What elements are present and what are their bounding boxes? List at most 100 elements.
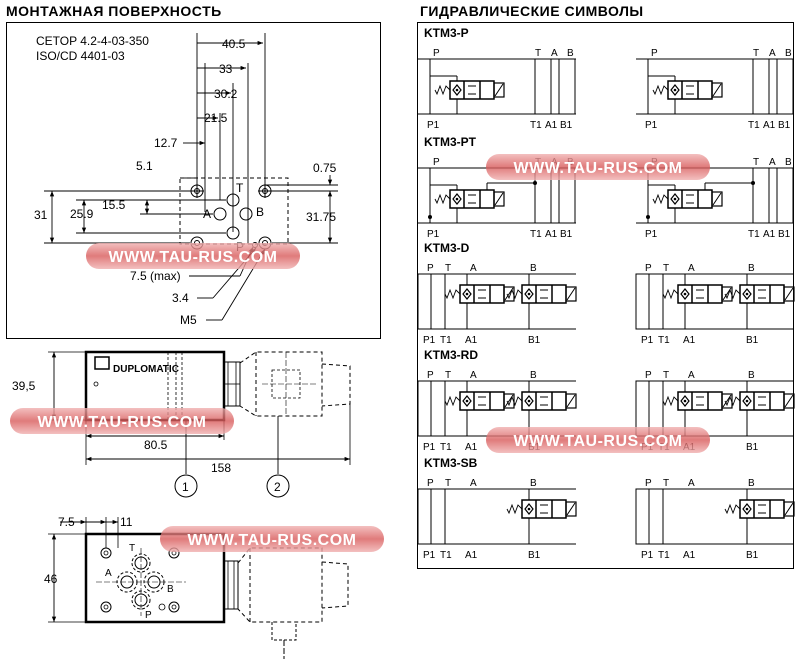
- hydraulic-symbols-heading: ГИДРАВЛИЧЕСКИЕ СИМВОЛЫ: [420, 3, 644, 19]
- callout-7-5-max: 7.5 (max): [130, 269, 181, 283]
- port-label-top: P: [433, 48, 440, 59]
- port-label-bottom: B1: [746, 335, 759, 346]
- port-label-bottom: A1: [465, 550, 478, 561]
- port-label-bottom: T1: [440, 442, 452, 453]
- port-label-bottom: T1: [658, 335, 670, 346]
- port-label-bottom: P1: [423, 335, 436, 346]
- dim-11: 11: [120, 515, 133, 529]
- duplomatic-brand: DUPLOMATIC: [113, 364, 179, 375]
- port-label-bottom: P1: [427, 229, 440, 240]
- port-label-bottom: P1: [423, 442, 436, 453]
- port-label-top: T: [445, 263, 451, 274]
- dim-39-5: 39,5: [12, 379, 36, 393]
- mounting-surface-frame: [6, 22, 381, 339]
- port-label-bottom: B1: [778, 120, 791, 131]
- dim-0-75: 0.75: [313, 161, 337, 175]
- port-label-bottom: P1: [641, 550, 654, 561]
- watermark-4: WWW.TAU-RUS.COM: [486, 154, 710, 180]
- port-label-top: T: [535, 48, 541, 59]
- port-label-bottom: T1: [530, 229, 542, 240]
- port-label-top: T: [753, 48, 759, 59]
- port-label-bottom: B1: [560, 120, 573, 131]
- mounting-plate-outline: [179, 177, 289, 245]
- port-label-top: P: [645, 263, 652, 274]
- port-label-bottom: B1: [528, 550, 541, 561]
- dim-21-5: 21.5: [204, 111, 228, 125]
- port-label-top: B: [785, 157, 792, 168]
- dim-31-75: 31.75: [306, 210, 336, 224]
- dim-30-2: 30.2: [214, 87, 238, 101]
- port-b-label: B: [256, 205, 264, 219]
- port-label-top: B: [530, 263, 537, 274]
- port-label-bottom: P1: [645, 120, 658, 131]
- port-label-top: T: [445, 370, 451, 381]
- port-label-top: P: [645, 478, 652, 489]
- mounting-surface-heading: МОНТАЖНАЯ ПОВЕРХНОСТЬ: [6, 3, 222, 19]
- symbol-name: KTM3-RD: [424, 348, 478, 362]
- port-label-top: B: [748, 263, 755, 274]
- port-label-bottom: A1: [465, 335, 478, 346]
- watermark-2: WWW.TAU-RUS.COM: [10, 408, 234, 434]
- port-label-top: P: [427, 478, 434, 489]
- callout-m5: M5: [180, 313, 197, 327]
- port-label-top: A: [688, 263, 695, 274]
- port-label-top: B: [530, 370, 537, 381]
- symbol-name: KTM3-SB: [424, 456, 478, 470]
- port-label-top: P: [427, 263, 434, 274]
- port-label-bottom: A1: [683, 335, 696, 346]
- port-label-top: P: [433, 157, 440, 168]
- port-label-bottom: T1: [440, 550, 452, 561]
- port-label-top: P: [645, 370, 652, 381]
- port-label-bottom: T1: [748, 229, 760, 240]
- svg-text:WWW.TAU-RUS.COM: WWW.TAU-RUS.COM: [109, 249, 278, 266]
- port-label-top: B: [748, 370, 755, 381]
- port-label-bottom: P1: [645, 229, 658, 240]
- dim-158: 158: [211, 461, 231, 475]
- symbol-name: KTM3-D: [424, 241, 470, 255]
- port-label-bottom: B1: [528, 335, 541, 346]
- port-label-top: A: [470, 478, 477, 489]
- svg-text:WWW.TAU-RUS.COM: WWW.TAU-RUS.COM: [188, 532, 357, 549]
- port-label-top: A: [688, 370, 695, 381]
- dim-7-5: 7.5: [58, 515, 75, 529]
- port-label-top: B: [567, 48, 574, 59]
- port-label-bottom: A1: [763, 229, 776, 240]
- port-label-bottom: P1: [641, 335, 654, 346]
- port-label-top: T: [663, 478, 669, 489]
- bottom-port-b: B: [167, 584, 174, 595]
- dim-15-5: 15.5: [102, 198, 126, 212]
- port-label-top: P: [651, 48, 658, 59]
- port-label-bottom: B1: [746, 550, 759, 561]
- port-t-label: T: [236, 181, 244, 195]
- dim-33: 33: [219, 62, 233, 76]
- item-1: 1: [182, 480, 189, 494]
- dim-5-1: 5.1: [136, 159, 153, 173]
- port-label-top: T: [753, 157, 759, 168]
- port-label-bottom: P1: [427, 120, 440, 131]
- port-label-top: A: [470, 370, 477, 381]
- svg-text:WWW.TAU-RUS.COM: WWW.TAU-RUS.COM: [514, 160, 683, 177]
- dim-80-5: 80.5: [144, 438, 168, 452]
- port-label-top: A: [470, 263, 477, 274]
- port-label-bottom: A1: [683, 550, 696, 561]
- port-label-bottom: A1: [545, 229, 558, 240]
- port-label-top: A: [551, 48, 558, 59]
- port-label-top: P: [427, 370, 434, 381]
- port-label-top: T: [445, 478, 451, 489]
- port-label-bottom: T1: [530, 120, 542, 131]
- dim-12-7: 12.7: [154, 136, 178, 150]
- port-label-bottom: B1: [778, 229, 791, 240]
- port-label-bottom: T1: [748, 120, 760, 131]
- port-label-top: A: [769, 48, 776, 59]
- bottom-port-a: A: [105, 568, 112, 579]
- dim-31: 31: [34, 208, 48, 222]
- port-label-bottom: A1: [465, 442, 478, 453]
- callout-3-4: 3.4: [172, 291, 189, 305]
- watermark-3: WWW.TAU-RUS.COM: [160, 526, 384, 552]
- bottom-port-t: T: [129, 543, 135, 554]
- dim-25-9: 25.9: [70, 207, 94, 221]
- port-label-top: B: [530, 478, 537, 489]
